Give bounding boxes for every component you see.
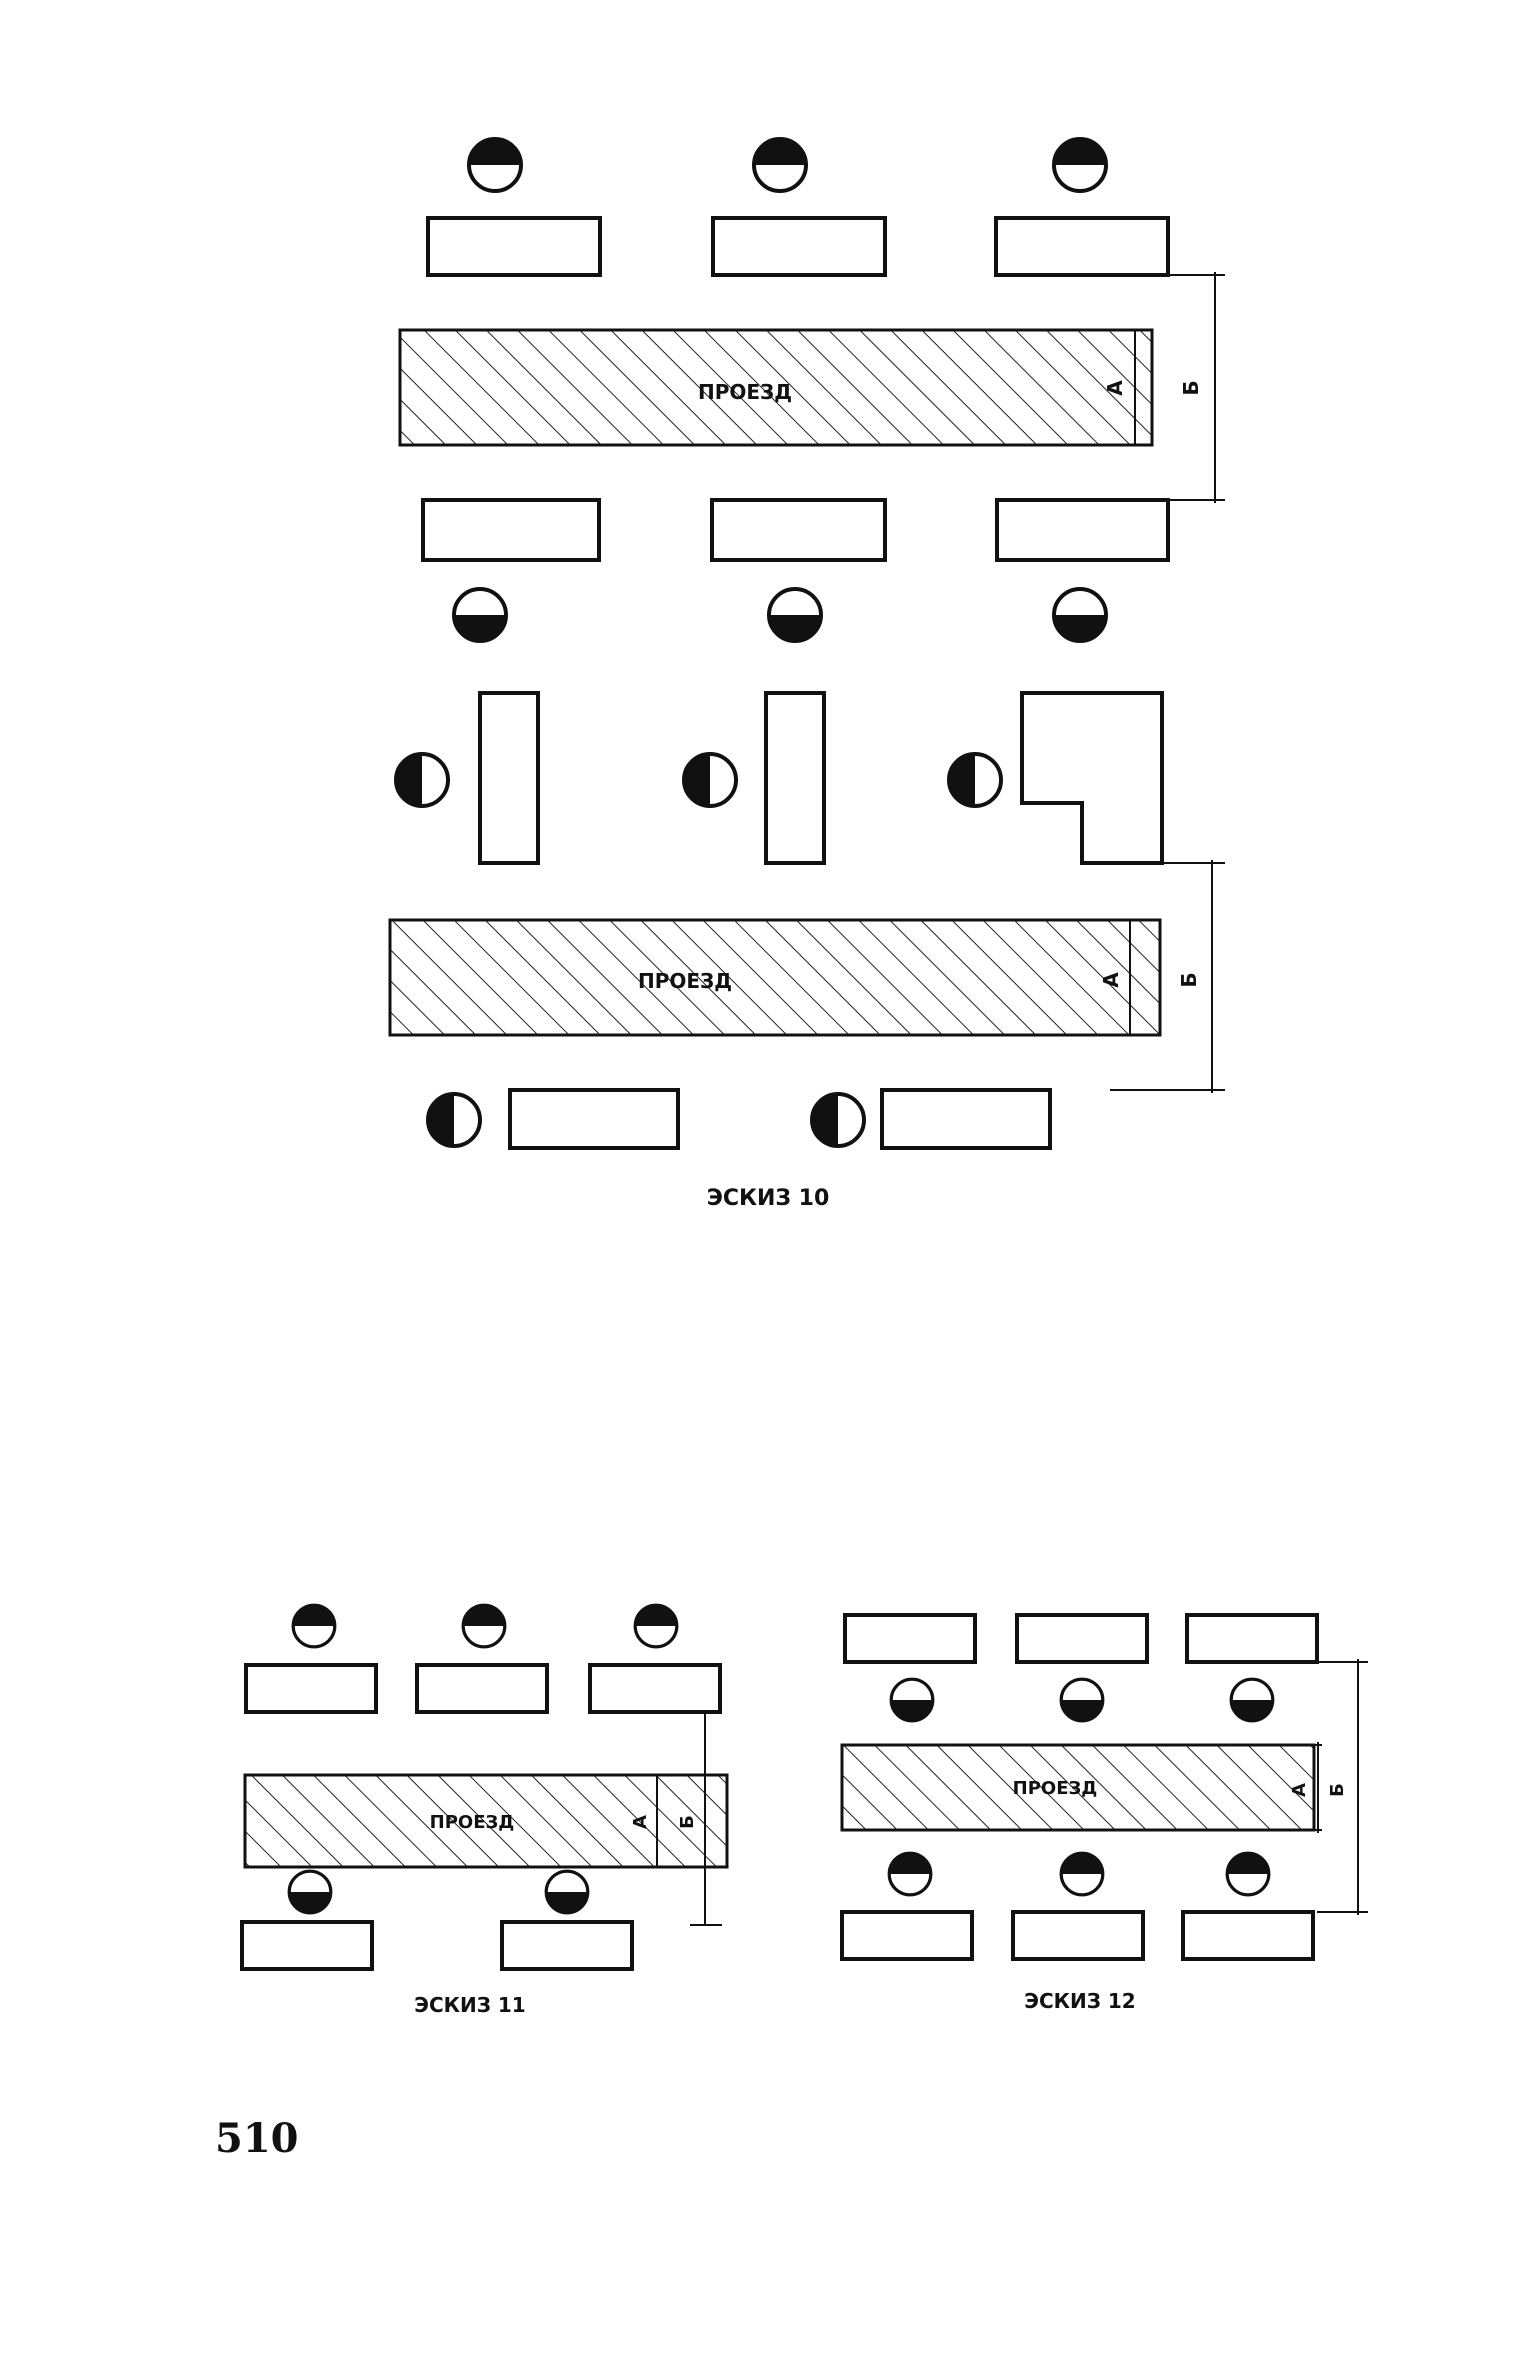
entrance-marker-icon <box>810 1092 866 1148</box>
entrance-marker-icon <box>947 752 1003 808</box>
garage-box <box>508 1088 680 1150</box>
driveway <box>388 918 1162 1037</box>
driveway-label: ПРОЕЗД <box>698 380 792 404</box>
garage-box <box>415 1663 549 1714</box>
sketch-caption: ЭСКИЗ 11 <box>414 1993 525 2017</box>
entrance-marker-icon <box>461 1603 507 1649</box>
entrance-marker-icon <box>544 1869 590 1915</box>
page-number: 510 <box>215 2115 299 2162</box>
entrance-marker-icon <box>1059 1851 1105 1897</box>
garage-box <box>843 1613 977 1664</box>
entrance-marker-icon <box>1225 1851 1271 1897</box>
entrance-marker-icon <box>682 752 738 808</box>
sketch-caption: ЭСКИЗ 10 <box>707 1186 830 1211</box>
dimension-b-label: Б <box>1327 1783 1348 1797</box>
garage-box <box>710 498 887 562</box>
garage-box <box>1011 1910 1145 1961</box>
garage-box <box>240 1920 374 1971</box>
sketch-10-layout-a: ПРОЕЗД А Б <box>398 137 1225 643</box>
entrance-marker-icon <box>452 587 508 643</box>
garage-box <box>764 691 826 865</box>
garage-box <box>426 216 602 277</box>
garage-box <box>995 498 1170 562</box>
dimension-b-label: Б <box>677 1815 698 1829</box>
entrance-marker-icon <box>291 1603 337 1649</box>
driveway-label: ПРОЕЗД <box>1013 1778 1098 1799</box>
sketch-12: ПРОЕЗД А Б ЭСКИЗ 12 <box>840 1613 1368 2013</box>
garage-box <box>711 216 887 277</box>
entrance-marker-icon <box>467 137 523 193</box>
dimension-a-label: А <box>1289 1783 1310 1797</box>
entrance-marker-icon <box>287 1869 333 1915</box>
driveway <box>243 1773 729 1869</box>
entrance-marker-icon <box>752 137 808 193</box>
driveway <box>398 328 1154 447</box>
entrance-marker-icon <box>394 752 450 808</box>
garage-box <box>1015 1613 1149 1664</box>
dimension-a-label: А <box>1103 380 1127 396</box>
entrance-marker-icon <box>767 587 823 643</box>
dimension-a-label: А <box>630 1815 651 1829</box>
driveway-label: ПРОЕЗД <box>430 1812 515 1833</box>
garage-box <box>840 1910 974 1961</box>
entrance-marker-icon <box>1059 1677 1105 1723</box>
entrance-marker-icon <box>887 1851 933 1897</box>
dimension-b-label: Б <box>1177 972 1201 987</box>
sketch-11: ПРОЕЗД А Б ЭСКИЗ 11 <box>240 1603 729 2017</box>
garage-box <box>588 1663 722 1714</box>
sketch-caption: ЭСКИЗ 12 <box>1024 1989 1135 2013</box>
garage-box <box>500 1920 634 1971</box>
dimension-b-label: Б <box>1179 380 1203 395</box>
garage-box-l-shaped <box>1020 691 1164 865</box>
entrance-marker-icon <box>1052 587 1108 643</box>
entrance-marker-icon <box>426 1092 482 1148</box>
garage-box <box>1185 1613 1319 1664</box>
entrance-marker-icon <box>1052 137 1108 193</box>
driveway-label: ПРОЕЗД <box>638 969 732 993</box>
dimension-a-label: А <box>1099 972 1123 988</box>
entrance-marker-icon <box>633 1603 679 1649</box>
garage-box <box>244 1663 378 1714</box>
entrance-marker-icon <box>889 1677 935 1723</box>
garage-box <box>994 216 1170 277</box>
garage-box <box>478 691 540 865</box>
driveway <box>840 1743 1316 1832</box>
garage-box <box>421 498 601 562</box>
entrance-marker-icon <box>1229 1677 1275 1723</box>
sketch-10-layout-b: ПРОЕЗД А Б ЭСКИЗ 10 <box>388 691 1225 1211</box>
garage-box <box>1181 1910 1315 1961</box>
garage-box <box>880 1088 1052 1150</box>
